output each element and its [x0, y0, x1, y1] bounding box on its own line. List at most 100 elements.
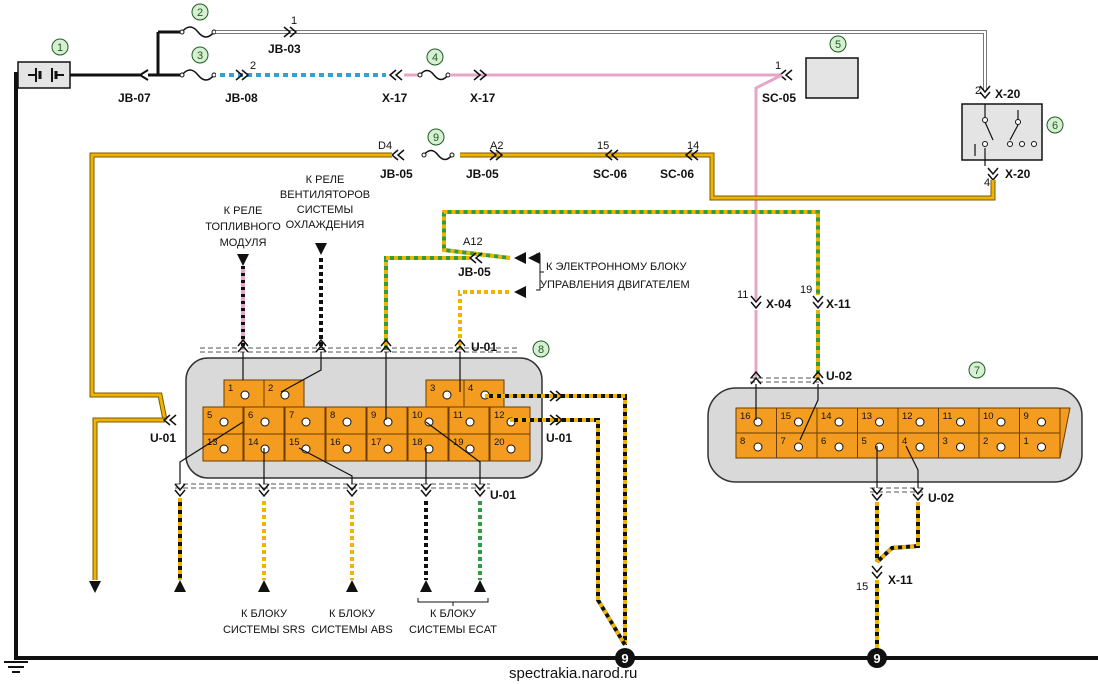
svg-text:9: 9 — [433, 132, 439, 144]
svg-text:ТОПЛИВНОГО: ТОПЛИВНОГО — [205, 221, 281, 233]
connector-7-pin: 1 — [1019, 432, 1061, 459]
label-x20a: X-20 — [995, 87, 1021, 101]
svg-text:8: 8 — [330, 410, 335, 421]
svg-text:10: 10 — [412, 410, 423, 421]
svg-text:17: 17 — [371, 437, 382, 448]
svg-text:16: 16 — [740, 411, 751, 422]
svg-text:14: 14 — [821, 411, 832, 422]
connector-8-pin: 4 — [463, 379, 505, 408]
svg-text:15: 15 — [781, 411, 792, 422]
connector-8-pin: 2 — [263, 379, 305, 408]
svg-text:16: 16 — [330, 437, 341, 448]
svg-text:7: 7 — [781, 436, 786, 447]
svg-text:2: 2 — [250, 60, 256, 72]
svg-text:СИСТЕМЫ SRS: СИСТЕМЫ SRS — [223, 624, 305, 636]
label-jb05c: JB-05 — [458, 265, 491, 279]
svg-text:К ЭЛЕКТРОННОМУ БЛОКУ: К ЭЛЕКТРОННОМУ БЛОКУ — [546, 261, 688, 273]
svg-text:14: 14 — [687, 140, 699, 152]
connector-8-pin: 1 — [223, 379, 265, 408]
svg-text:13: 13 — [207, 437, 218, 448]
svg-text:СИСТЕМЫ ABS: СИСТЕМЫ ABS — [311, 624, 392, 636]
label-x17a: X-17 — [382, 91, 408, 105]
svg-text:7: 7 — [289, 410, 294, 421]
label-jb07: JB-07 — [118, 91, 151, 105]
label-u02b: U-02 — [928, 491, 954, 505]
svg-text:9: 9 — [873, 651, 880, 666]
svg-text:4: 4 — [468, 383, 473, 394]
label-sc06b: SC-06 — [660, 167, 694, 181]
svg-text:6: 6 — [248, 410, 253, 421]
watermark: spectrakia.narod.ru — [509, 665, 637, 682]
pin-number-labels: 1 2 1 2 4 D4 A2 15 14 A12 11 19 15 — [250, 15, 990, 593]
svg-text:2: 2 — [975, 85, 981, 97]
connector-8-pin: 16 — [325, 433, 367, 462]
svg-text:СИСТЕМЫ: СИСТЕМЫ — [297, 204, 353, 216]
ground-point-2: 9 — [867, 648, 887, 668]
svg-text:К БЛОКУ: К БЛОКУ — [329, 608, 376, 620]
svg-text:5: 5 — [207, 410, 212, 421]
svg-text:19: 19 — [800, 284, 812, 296]
connector-7-internal — [755, 384, 919, 488]
label-jb05b: JB-05 — [466, 167, 499, 181]
connector-labels: JB-07 JB-08 JB-03 X-17 X-17 SC-05 X-20 X… — [118, 42, 1031, 587]
svg-text:3: 3 — [430, 383, 435, 394]
connector-8-pin: 10 — [407, 406, 449, 435]
fuse-3: 3 — [179, 46, 217, 81]
svg-text:D4: D4 — [378, 140, 392, 152]
destination-notes: К РЕЛЕ ТОПЛИВНОГО МОДУЛЯ К РЕЛЕ ВЕНТИЛЯТ… — [205, 174, 689, 636]
component-5-box: 5 — [805, 35, 859, 99]
pink-wire-x17-sc05 — [450, 69, 793, 380]
svg-text:20: 20 — [494, 437, 505, 448]
component-1-marker: 1 — [51, 38, 69, 56]
battery — [17, 61, 71, 89]
svg-text:9: 9 — [621, 651, 628, 666]
svg-text:12: 12 — [902, 411, 913, 422]
label-u01a: U-01 — [471, 340, 497, 354]
main-power-wire — [70, 30, 180, 81]
relay-6: 6 — [961, 85, 1064, 166]
yellow-wire-relay-branch — [460, 149, 999, 201]
svg-text:A12: A12 — [463, 236, 483, 248]
svg-text:МОДУЛЯ: МОДУЛЯ — [220, 237, 267, 249]
label-x04: X-04 — [766, 297, 792, 311]
svg-text:6: 6 — [821, 436, 826, 447]
connector-8-pin: 17 — [366, 433, 408, 462]
svg-text:1: 1 — [291, 15, 297, 27]
svg-text:15: 15 — [856, 581, 868, 593]
svg-text:6: 6 — [1052, 120, 1058, 132]
svg-text:1: 1 — [775, 60, 781, 72]
label-x11b: X-11 — [888, 573, 913, 587]
connector-8-right-wires — [485, 390, 627, 647]
white-wire-fuse2-x20 — [216, 26, 987, 90]
svg-text:1: 1 — [1024, 436, 1029, 447]
connector-8-pin: 11 — [448, 406, 490, 435]
svg-text:19: 19 — [453, 437, 464, 448]
svg-text:15: 15 — [289, 437, 300, 448]
blue-wire-fuse3-x17 — [216, 69, 403, 81]
label-sc06a: SC-06 — [593, 167, 627, 181]
svg-text:5: 5 — [862, 436, 867, 447]
svg-text:A2: A2 — [490, 140, 503, 152]
label-u01c: U-01 — [546, 431, 572, 445]
ground-bus — [4, 72, 1098, 673]
fan-relay-wire — [315, 243, 327, 350]
svg-text:10: 10 — [983, 411, 994, 422]
label-u01b: U-01 — [150, 431, 176, 445]
svg-text:13: 13 — [862, 411, 873, 422]
fuel-relay-wire — [237, 254, 249, 350]
svg-text:1: 1 — [228, 383, 233, 394]
label-jb08: JB-08 — [225, 91, 258, 105]
connector-8-pin: 15 — [284, 433, 326, 462]
svg-text:СИСТЕМЫ ECAT: СИСТЕМЫ ECAT — [409, 624, 497, 636]
svg-text:8: 8 — [538, 344, 544, 356]
svg-text:К РЕЛЕ: К РЕЛЕ — [306, 174, 345, 186]
label-x17b: X-17 — [470, 91, 496, 105]
svg-text:9: 9 — [371, 410, 376, 421]
svg-text:11: 11 — [943, 411, 953, 422]
svg-text:7: 7 — [974, 365, 980, 377]
yellow-wire-left-loop — [89, 152, 392, 593]
svg-text:К РЕЛЕ: К РЕЛЕ — [224, 205, 263, 217]
